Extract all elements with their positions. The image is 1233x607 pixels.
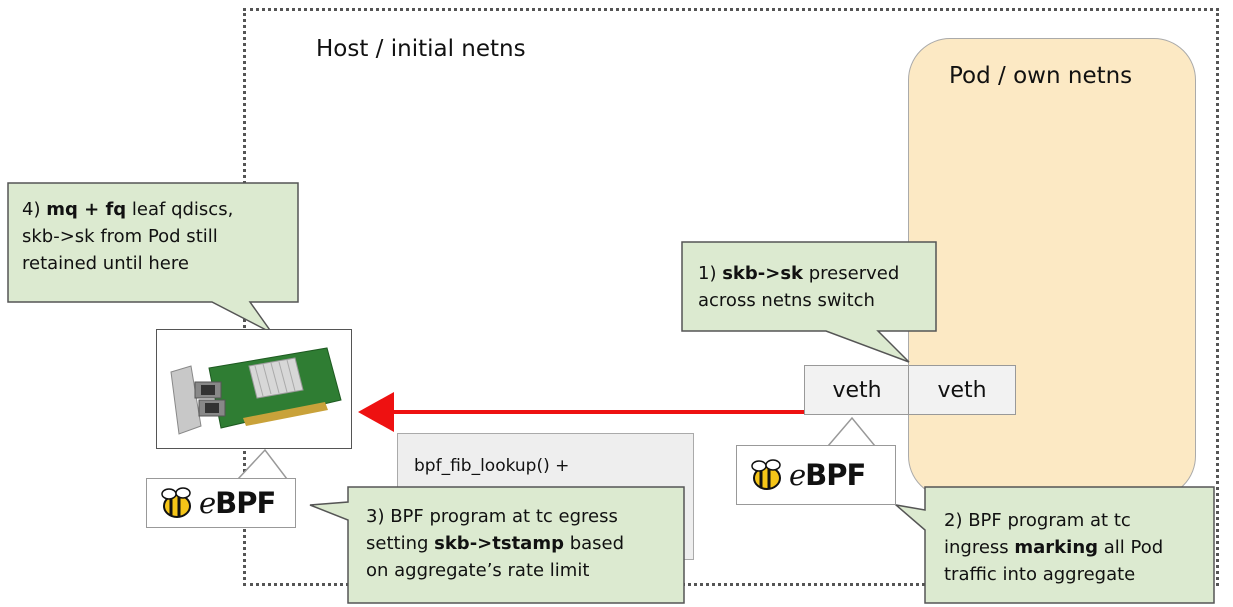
callout-3-bold: skb->tstamp bbox=[434, 533, 564, 554]
callout-4-line3: retained until here bbox=[22, 253, 189, 274]
callout-1-text: 1) skb->sk preserved across netns switch bbox=[698, 260, 899, 314]
callout-2-balloon bbox=[893, 486, 1215, 604]
nic-image-box bbox=[156, 329, 352, 449]
callout-2-text: 2) BPF program at tc ingress marking all… bbox=[944, 507, 1163, 588]
network-card-icon bbox=[170, 347, 342, 435]
ebpf-logo-left-e: e bbox=[199, 486, 216, 520]
ebpf-logo-left: eBPF bbox=[146, 478, 296, 528]
callout-1-bold: skb->sk bbox=[722, 263, 804, 284]
ebpf-logo-right-bpf: BPF bbox=[805, 458, 866, 492]
callout-4-line2: skb->sk from Pod still bbox=[22, 226, 218, 247]
ebpf-logo-right: eBPF bbox=[736, 445, 896, 505]
fib-lookup-text: bpf_fib_lookup() + bbox=[414, 456, 570, 476]
callout-3-balloon bbox=[309, 486, 685, 604]
callout-4-balloon bbox=[7, 182, 299, 334]
host-netns-title: Host / initial netns bbox=[316, 36, 526, 62]
ebpf-logo-left-pointer bbox=[236, 448, 289, 480]
callout-3-text: 3) BPF program at tc egress setting skb-… bbox=[366, 503, 624, 584]
bee-icon bbox=[751, 459, 781, 490]
pod-netns-box bbox=[908, 38, 1196, 498]
ebpf-logo-left-bpf: BPF bbox=[215, 486, 276, 520]
veth-pod-label: veth bbox=[937, 377, 987, 403]
callout-2-line1: 2) BPF program at tc bbox=[944, 510, 1131, 531]
callout-2-line3: traffic into aggregate bbox=[944, 564, 1136, 585]
veth-host-label: veth bbox=[832, 377, 882, 403]
callout-4-bold: mq + fq bbox=[46, 199, 127, 220]
callout-3-line3: on aggregate’s rate limit bbox=[366, 560, 590, 581]
pod-netns-title: Pod / own netns bbox=[949, 63, 1133, 89]
callout-1-line2: across netns switch bbox=[698, 290, 875, 311]
veth-pod-side: veth bbox=[908, 365, 1016, 415]
ebpf-logo-right-pointer bbox=[826, 416, 877, 447]
bee-icon bbox=[161, 487, 191, 518]
callout-2-bold: marking bbox=[1014, 537, 1099, 558]
callout-1-balloon bbox=[681, 241, 937, 363]
callout-3-line1: 3) BPF program at tc egress bbox=[366, 506, 618, 527]
callout-4-text: 4) mq + fq leaf qdiscs, skb->sk from Pod… bbox=[22, 196, 233, 277]
ebpf-logo-right-e: e bbox=[789, 458, 806, 492]
veth-host-side: veth bbox=[804, 365, 910, 415]
